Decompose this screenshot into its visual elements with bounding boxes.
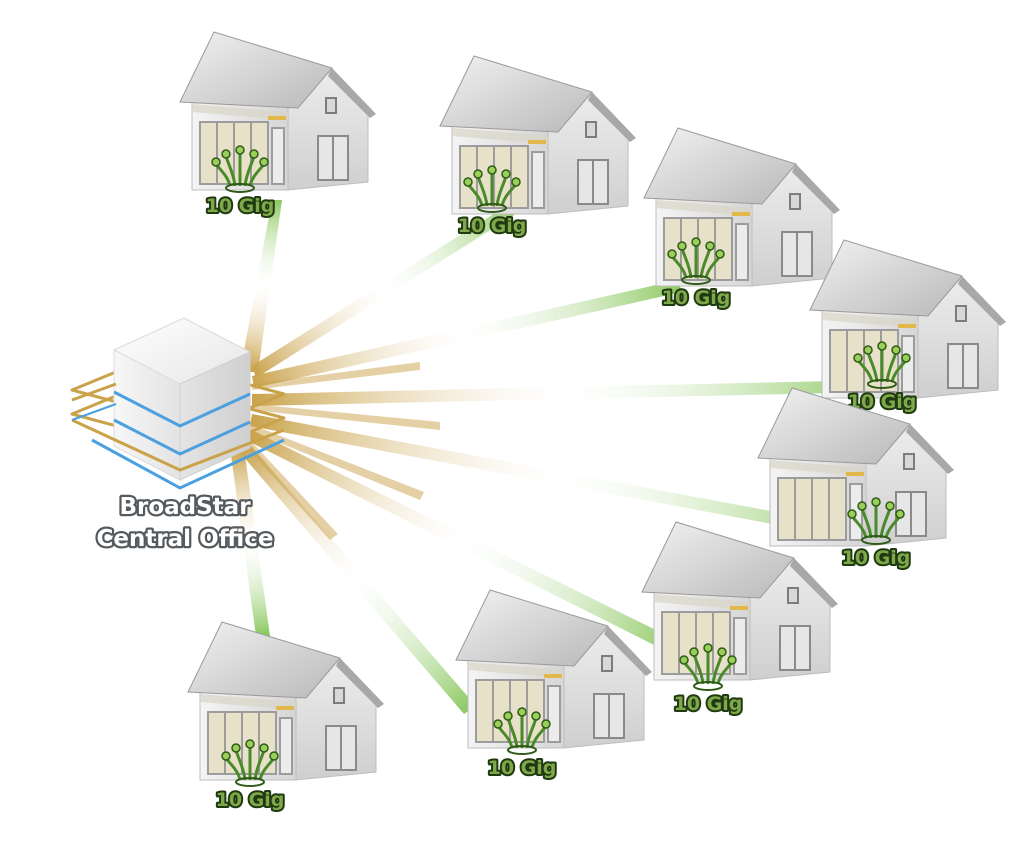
fiber-spoke xyxy=(252,404,440,430)
home-node: 10 Gig xyxy=(643,127,841,311)
fiber-link xyxy=(250,414,872,542)
fiber-link xyxy=(236,440,476,714)
fiber-spoke xyxy=(252,362,420,390)
home-speed-label: 10 Gig xyxy=(848,391,917,413)
house-icon xyxy=(643,127,841,287)
home-speed-label: 10 Gig xyxy=(488,757,557,779)
home-node: 10 Gig xyxy=(809,239,1007,415)
central-office: BroadStar Central Office xyxy=(70,317,286,554)
home-speed-label: 10 Gig xyxy=(458,215,527,237)
house-icon xyxy=(439,55,637,215)
home-node: 10 Gig xyxy=(187,621,385,813)
home-speed-label: 10 Gig xyxy=(842,547,911,569)
house-icon xyxy=(809,239,1007,399)
home-node: 10 Gig xyxy=(439,55,637,239)
home-node: 10 Gig xyxy=(455,589,653,781)
house-icon xyxy=(179,31,377,191)
fiber-links xyxy=(230,200,880,714)
home-node: 10 Gig xyxy=(179,31,377,219)
fiber-spoke xyxy=(248,424,424,500)
fiber-link xyxy=(252,280,682,388)
central-office-name-line1: BroadStar xyxy=(119,494,251,520)
data-center-icon xyxy=(70,317,286,490)
house-icon xyxy=(187,621,385,781)
central-office-name-line2: Central Office xyxy=(96,526,273,552)
fiber-link xyxy=(246,430,684,656)
home-node: 10 Gig xyxy=(641,521,839,717)
home-node: 10 Gig xyxy=(757,387,955,571)
home-speed-label: 10 Gig xyxy=(216,789,285,811)
fiber-spoke xyxy=(240,436,338,540)
home-speed-label: 10 Gig xyxy=(206,195,275,217)
fiber-link xyxy=(252,380,880,406)
fiber-link xyxy=(240,200,282,372)
home-speed-label: 10 Gig xyxy=(674,693,743,715)
fiber-link xyxy=(252,200,522,378)
home-speed-label: 10 Gig xyxy=(662,287,731,309)
fiber-link xyxy=(230,448,270,636)
